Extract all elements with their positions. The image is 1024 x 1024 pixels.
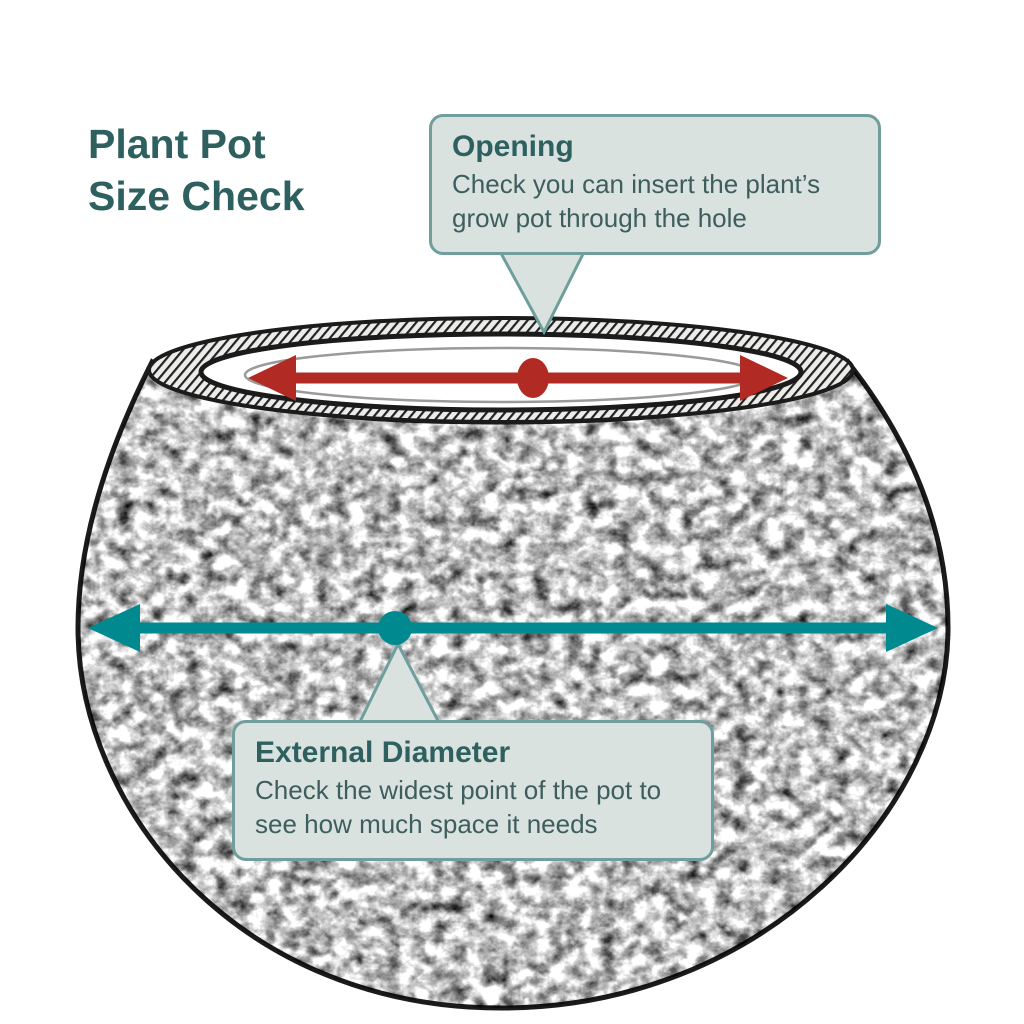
external-diameter-callout-body: Check the widest point of the pot to see… (255, 775, 662, 839)
opening-arrowhead-left (248, 355, 296, 401)
external-diameter-callout-heading: External Diameter (255, 736, 511, 769)
opening-arrowhead-right (740, 355, 788, 401)
diameter-arrowhead-right (886, 604, 938, 652)
diameter-arrowhead-left (88, 604, 140, 652)
page-title-line2: Size Check (88, 173, 305, 220)
page-title-line1: Plant Pot (88, 121, 266, 167)
opening-midpoint-dot (517, 358, 549, 398)
external-diameter-callout: External Diameter Check the widest point… (232, 720, 714, 861)
opening-callout: Opening Check you can insert the plant’s… (429, 114, 881, 255)
opening-callout-body: Check you can insert the plant’s grow po… (452, 169, 821, 233)
opening-arrow (248, 355, 788, 401)
opening-callout-heading: Opening (452, 130, 574, 163)
diameter-arrow (88, 604, 938, 652)
page-title: Plant Pot Size Check (88, 118, 305, 223)
diameter-midpoint-dot (378, 611, 412, 645)
pot-body-texture (78, 362, 948, 1008)
